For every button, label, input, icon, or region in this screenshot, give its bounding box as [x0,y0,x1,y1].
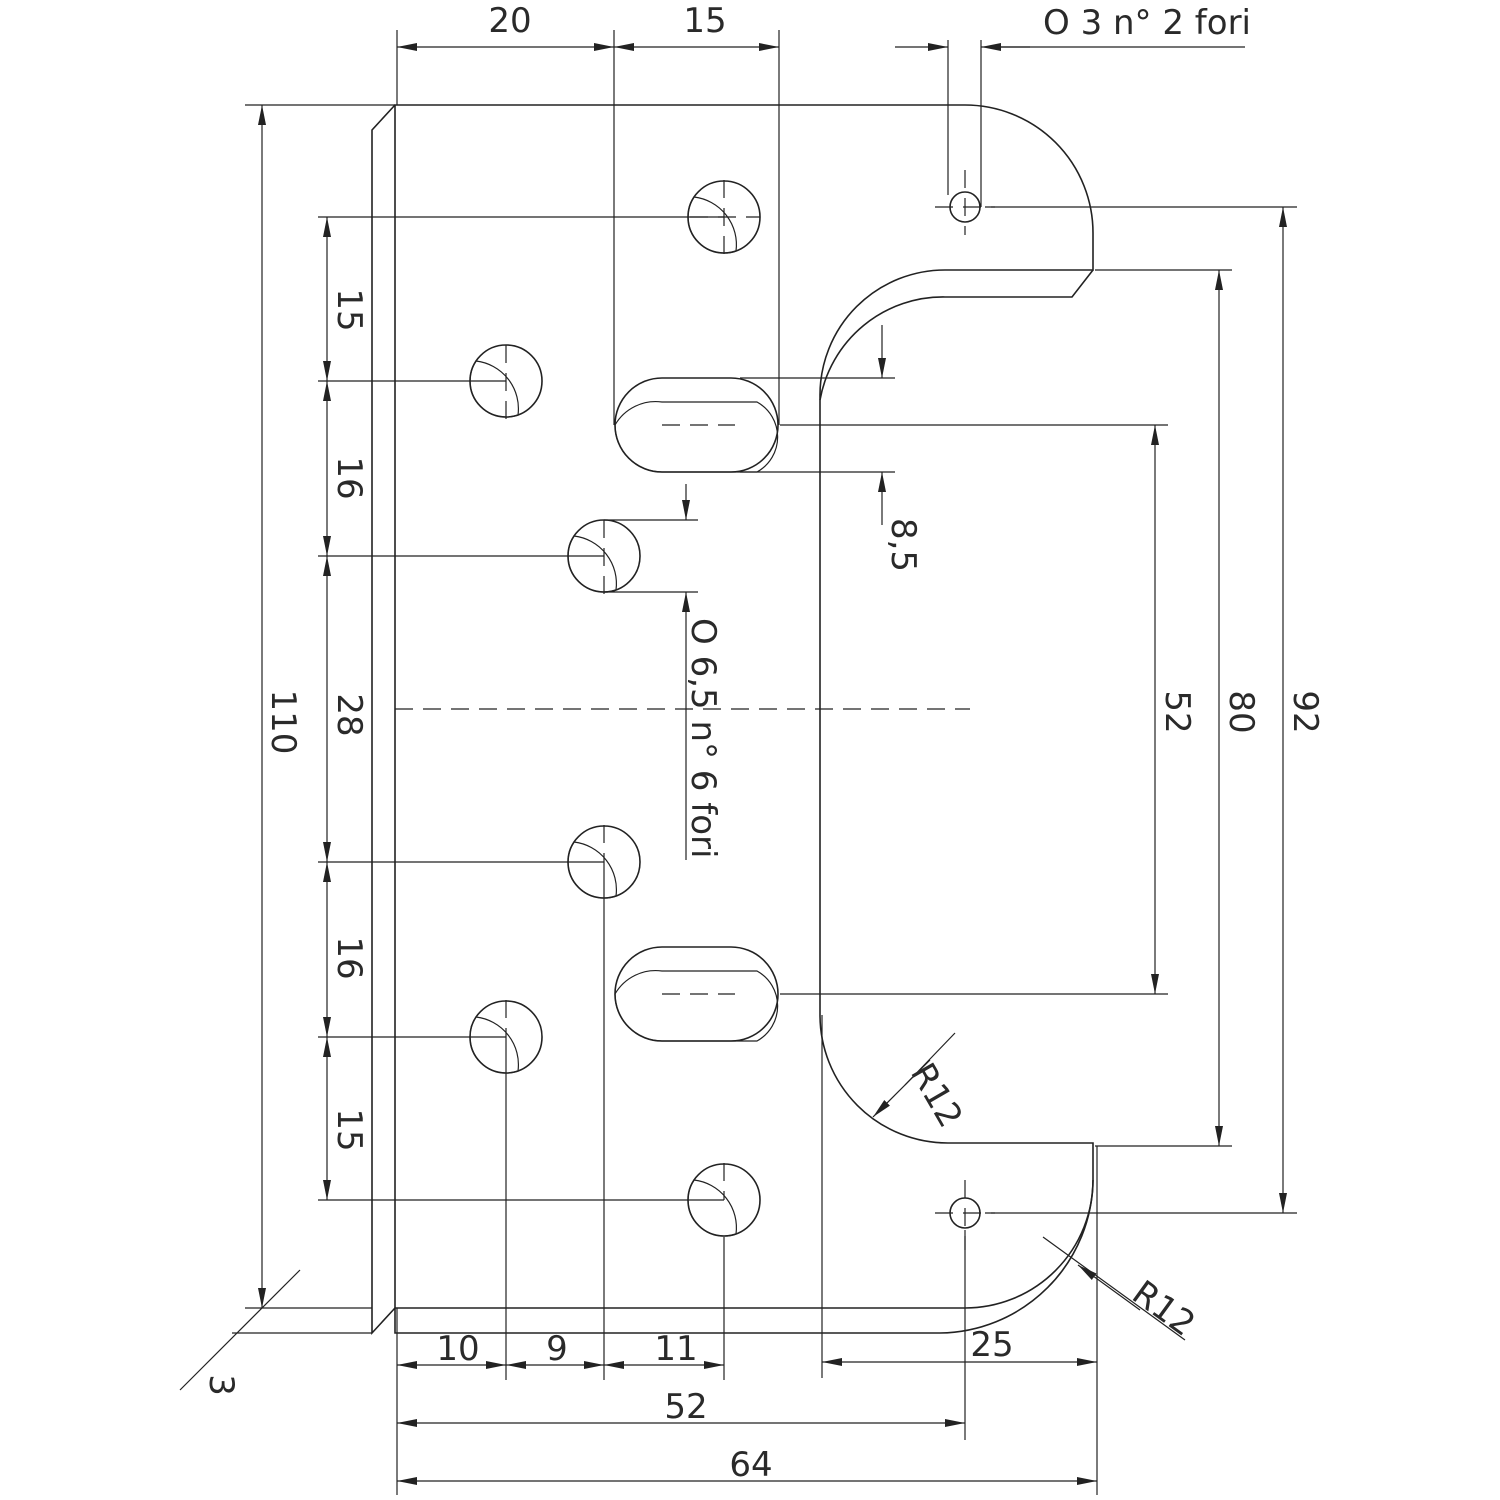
small-hole-note: O 3 n° 2 fori [1043,3,1251,43]
dim-top-20: 20 [488,1,531,41]
dim-left-28: 28 [329,693,369,736]
dim-right-52: 52 [1157,690,1197,733]
radius-inner: R12 [902,1057,970,1135]
plate-body [394,104,1094,1309]
dim-bottom-9: 9 [546,1329,568,1369]
dim-top-15: 15 [683,1,726,41]
dim-bottom-25: 25 [970,1325,1013,1365]
dim-bottom-10: 10 [436,1329,479,1369]
dim-thickness-3: 3 [201,1374,241,1396]
dim-overall-110: 110 [263,690,303,755]
dim-right-80: 80 [1221,690,1261,733]
dim-left-15b: 15 [329,1108,369,1151]
plate-edge [371,104,1094,1336]
dim-right-92: 92 [1285,690,1325,733]
dim-slot-8-5: 8,5 [883,518,923,572]
slots [614,377,779,1042]
hole-note: O 6,5 n° 6 fori [683,618,723,858]
dim-bottom-11: 11 [654,1329,697,1369]
dim-bottom-64: 64 [729,1445,772,1485]
dimension-lines [179,30,1297,1495]
dim-bottom-52: 52 [664,1387,707,1427]
dim-left-16b: 16 [329,936,369,979]
radius-outer: R12 [1125,1273,1203,1345]
dim-left-15a: 15 [329,288,369,331]
dim-left-16a: 16 [329,456,369,499]
